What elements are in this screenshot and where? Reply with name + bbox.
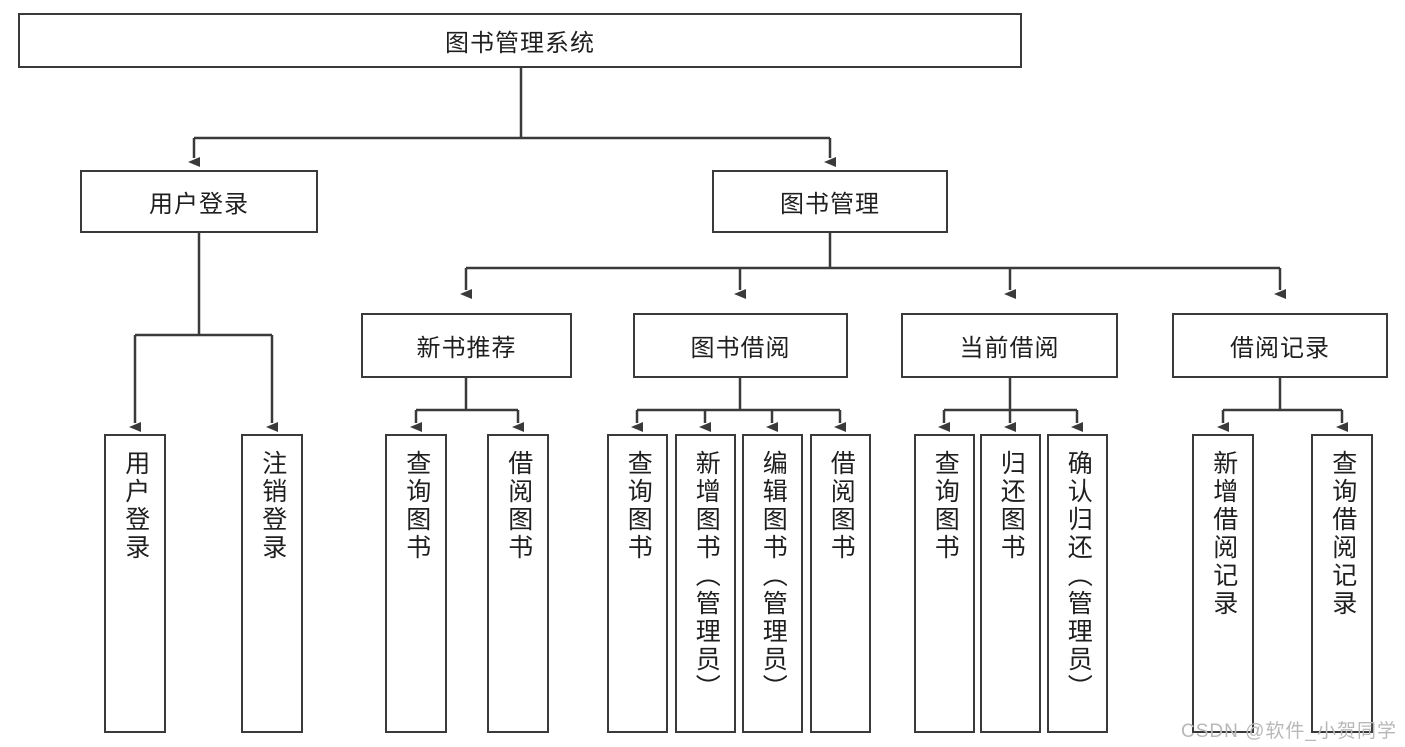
node-label: 新增图书（管理员） — [692, 450, 721, 702]
node-label: 用户登录 — [149, 191, 249, 218]
leaf-borrow-query-book[interactable]: 查询图书 — [607, 434, 668, 733]
node-label: 查询图书 — [402, 450, 431, 562]
watermark: CSDN @软件_小贺同学 — [1181, 721, 1397, 742]
node-user-login[interactable]: 用户登录 — [80, 170, 318, 233]
leaf-borrow-borrow-book[interactable]: 借阅图书 — [810, 434, 871, 733]
node-new-book-recommend[interactable]: 新书推荐 — [361, 313, 572, 378]
node-book-borrow[interactable]: 图书借阅 — [633, 313, 848, 378]
node-label: 新增借阅记录 — [1209, 450, 1238, 618]
leaf-current-confirm-return-admin[interactable]: 确认归还（管理员） — [1047, 434, 1108, 733]
leaf-record-add-record[interactable]: 新增借阅记录 — [1192, 434, 1254, 733]
leaf-current-query-book[interactable]: 查询图书 — [914, 434, 975, 733]
leaf-borrow-add-book-admin[interactable]: 新增图书（管理员） — [675, 434, 736, 733]
node-label: 新书推荐 — [416, 335, 517, 362]
node-label: 注销登录 — [258, 450, 287, 562]
leaf-current-return-book[interactable]: 归还图书 — [980, 434, 1041, 733]
node-label: 图书管理 — [780, 191, 880, 218]
node-root-system[interactable]: 图书管理系统 — [18, 13, 1022, 68]
node-label: 归还图书 — [997, 450, 1026, 562]
node-label: 查询借阅记录 — [1328, 450, 1357, 618]
node-label: 借阅图书 — [504, 450, 533, 562]
leaf-borrow-edit-book-admin[interactable]: 编辑图书（管理员） — [742, 434, 803, 733]
leaf-recommend-query-book[interactable]: 查询图书 — [385, 434, 447, 733]
node-book-management[interactable]: 图书管理 — [712, 170, 948, 233]
leaf-recommend-borrow-book[interactable]: 借阅图书 — [487, 434, 549, 733]
node-current-borrow[interactable]: 当前借阅 — [901, 313, 1118, 378]
leaf-user-login[interactable]: 用户登录 — [104, 434, 166, 733]
node-label: 查询图书 — [931, 450, 960, 562]
node-label: 编辑图书（管理员） — [759, 450, 788, 702]
node-label: 借阅记录 — [1230, 335, 1330, 362]
node-label: 用户登录 — [121, 450, 150, 562]
node-label: 查询图书 — [624, 450, 653, 562]
node-borrow-record[interactable]: 借阅记录 — [1172, 313, 1388, 378]
node-label: 图书借阅 — [690, 335, 791, 362]
node-label: 借阅图书 — [827, 450, 856, 562]
node-label: 确认归还（管理员） — [1064, 450, 1093, 702]
leaf-record-query-record[interactable]: 查询借阅记录 — [1311, 434, 1373, 733]
leaf-user-logout[interactable]: 注销登录 — [241, 434, 303, 733]
node-label: 当前借阅 — [959, 335, 1060, 362]
node-label: 图书管理系统 — [445, 30, 595, 57]
